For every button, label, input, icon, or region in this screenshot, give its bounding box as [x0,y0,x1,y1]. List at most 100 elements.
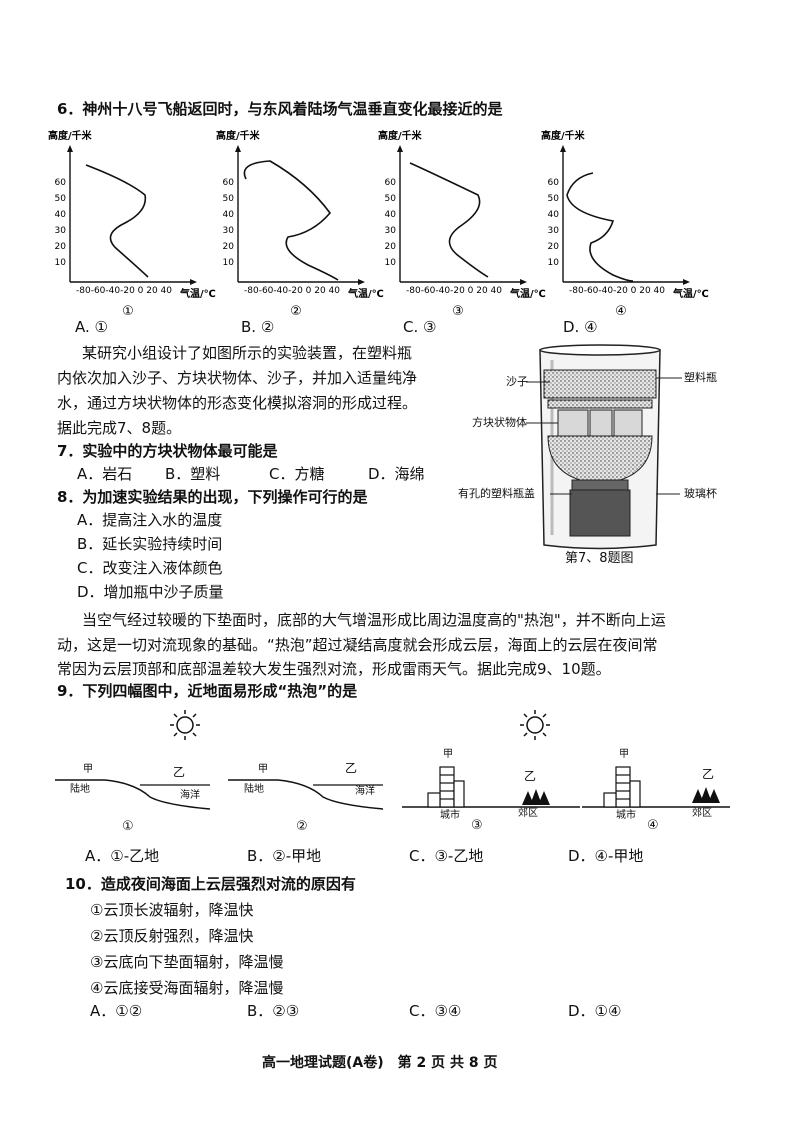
q7-option-c[interactable]: C．方糖 [269,465,325,483]
y-tick-label: 30 [223,226,235,236]
fig3-label-jia: 甲 [443,749,453,760]
fig3-label-suburb: 郊区 [518,808,538,819]
x-axis-label: 气温/℃ [509,287,546,300]
q7-option-a[interactable]: A．岩石 [77,465,133,483]
fig2-label-yi: 乙 [345,761,358,775]
city-buildings-icon [603,766,641,808]
profile-chart-1: 高度/千米 60 50 40 30 20 10 -80-60-40-20 0 20 40 气温/… [48,129,216,319]
q9-figure-2 [228,713,384,810]
q9-figure-1 [55,710,211,810]
experiment-figure [526,344,682,550]
q8-stem: 8．为加速实验结果的出现，下列操作可行的是 [57,488,368,506]
fig2-label-jia: 甲 [258,764,268,775]
q9-option-c[interactable]: C．③-乙地 [409,847,484,865]
y-tick-label: 60 [223,178,235,188]
q6-option-a[interactable]: A. ① [75,318,108,336]
q10-item-4: ④云底接受海面辐射，降温慢 [90,979,284,997]
trees-icon [692,787,720,803]
y-tick-label: 30 [385,226,397,236]
q9-figure-3 [402,710,580,808]
y-tick-label: 30 [55,226,67,236]
label-sand: 沙子 [506,375,528,388]
fig1-label-yi: 乙 [173,765,186,779]
fig1-label-land: 陆地 [70,784,90,795]
q9-option-a[interactable]: A．①-乙地 [85,847,160,865]
q6-option-b[interactable]: B. ② [241,318,275,336]
q78-intro-line-4: 据此完成7、8题。 [57,419,182,437]
q10-stem: 10．造成夜间海面上云层强烈对流的原因有 [65,875,356,893]
fig4-label-jia: 甲 [619,749,629,760]
fig3-label-city: 城市 [440,810,460,821]
x-axis-label: 气温/℃ [672,287,709,300]
y-tick-label: 40 [55,210,67,220]
q10-option-c[interactable]: C．③④ [409,1002,462,1020]
y-tick-label: 10 [548,258,560,268]
q10-option-a[interactable]: A．①② [90,1002,143,1020]
chart-number-label: ③ [452,304,464,319]
y-tick-label: 20 [55,242,67,252]
q910-intro-line-2: 动，这是一切对流现象的基础。“热泡”超过凝结高度就会形成云层，海面上的云层在夜间… [57,636,658,654]
q910-intro-line-3: 常因为云层顶部和底部温差较大发生强烈对流，形成雷雨天气。据此完成9、10题。 [57,660,611,678]
temperature-curve [409,162,489,278]
y-tick-label: 50 [55,194,67,204]
fig1-number: ① [122,819,134,834]
label-glass-cup: 玻璃杯 [684,487,717,500]
block-1 [557,409,589,437]
q10-item-2: ②云顶反射强烈，降温快 [90,927,254,945]
q10-option-b[interactable]: B．②③ [247,1002,300,1020]
x-axis-label: 气温/℃ [179,287,216,300]
fig4-label-city: 城市 [616,810,636,821]
y-tick-label: 40 [223,210,235,220]
q9-figures [55,710,730,810]
moon-icon [350,713,364,731]
y-tick-label: 10 [385,258,397,268]
moon-icon [705,713,719,731]
page-footer: 高一地理试题(A卷) 第 2 页 共 8 页 [262,1055,498,1071]
y-tick-label: 60 [55,178,67,188]
fig2-number: ② [296,819,308,834]
q10-item-3: ③云底向下垫面辐射，降温慢 [90,953,284,971]
q7-option-b[interactable]: B．塑料 [165,465,221,483]
q7-option-d[interactable]: D．海绵 [368,465,425,483]
top-sand-layer [543,369,657,399]
y-tick-label: 60 [385,178,397,188]
sun-icon [520,710,550,740]
chart-number-label: ② [290,304,302,319]
city-buildings-icon [427,766,465,808]
x-tick-labels: -80-60-40-20 0 20 40 [76,286,172,296]
chart-number-label: ④ [615,304,627,319]
label-cap: 有孔的塑料瓶盖 [458,487,535,500]
fig3-label-yi: 乙 [524,769,537,783]
q78-intro-line-2: 内依次加入沙子、方块状物体、沙子，并加入适量纯净 [57,369,418,387]
y-tick-label: 50 [548,194,560,204]
q8-option-d[interactable]: D．增加瓶中沙子质量 [77,583,224,601]
y-axis-label: 高度/千米 [48,129,93,142]
x-axis-label: 气温/℃ [347,287,384,300]
figure-caption: 第7、8题图 [565,551,634,566]
y-tick-label: 30 [548,226,560,236]
q9-option-b[interactable]: B．②-甲地 [247,847,322,865]
y-tick-label: 20 [385,242,397,252]
q7-stem: 7．实验中的方块状物体最可能是 [57,442,278,460]
q8-option-c[interactable]: C．改变注入液体颜色 [77,559,223,577]
q10-option-d[interactable]: D．①④ [568,1002,622,1020]
x-tick-labels: -80-60-40-20 0 20 40 [406,286,502,296]
q8-option-a[interactable]: A．提高注入水的温度 [77,511,223,529]
fig2-label-ocean: 海洋 [355,786,375,797]
q910-intro-line-1: 当空气经过较暖的下垫面时，底部的大气增温形成比周边温度高的"热泡"，并不断向上运 [82,611,666,629]
label-plastic-bottle: 塑料瓶 [684,371,717,384]
fig1-label-ocean: 海洋 [180,790,200,801]
q6-option-c[interactable]: C. ③ [403,318,437,336]
q9-option-d[interactable]: D．④-甲地 [568,847,644,865]
fig4-label-suburb: 郊区 [692,808,712,819]
q6-option-d[interactable]: D. ④ [563,318,598,336]
perforated-cap [571,479,629,491]
q78-intro-line-3: 水，通过方块状物体的形态变化模拟溶洞的形成过程。 [57,394,418,412]
y-tick-label: 10 [55,258,67,268]
x-tick-labels: -80-60-40-20 0 20 40 [244,286,340,296]
q6-stem: 6．神州十八号飞船返回时，与东风着陆场气温垂直变化最接近的是 [57,100,503,118]
q8-option-b[interactable]: B．延长实验持续时间 [77,535,223,553]
y-tick-label: 50 [385,194,397,204]
fig3-number: ③ [471,818,483,833]
